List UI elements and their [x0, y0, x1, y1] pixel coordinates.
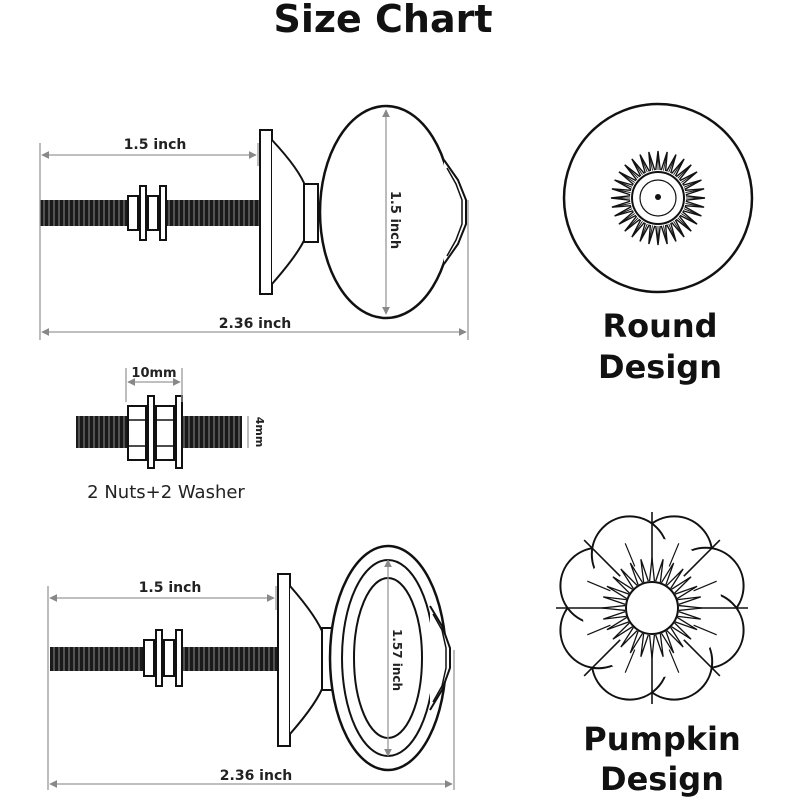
hardware-caption: 2 Nuts+2 Washer — [87, 482, 245, 503]
pumpkin-dimensions — [47, 559, 455, 790]
round-design-label-line2: Design — [598, 348, 722, 386]
pumpkin-ribs — [556, 512, 748, 704]
pumpkin-head-diameter-label: 1.57 inch — [390, 629, 404, 691]
round-design-label-line1: Round — [602, 307, 717, 345]
knob-cap — [443, 159, 467, 265]
hardware-dimensions — [125, 368, 249, 448]
page-title: Size Chart — [273, 0, 492, 41]
pumpkin-design-label-line2: Design — [600, 760, 724, 798]
pumpkin-center-ornament — [601, 557, 703, 659]
round-knob-side-view — [40, 104, 467, 320]
base-plate — [259, 129, 273, 295]
pumpkin-total-length-label: 2.36 inch — [220, 768, 292, 784]
knob-neck — [271, 139, 307, 285]
round-total-length-label: 2.36 inch — [219, 316, 291, 332]
pumpkin-base-plate — [277, 573, 291, 747]
nut-washer-stack — [127, 185, 167, 241]
threaded-screw — [40, 200, 302, 226]
round-dimensions — [39, 109, 469, 340]
thread-diameter-label: 4mm — [253, 417, 266, 448]
round-shaft-length-label: 1.5 inch — [124, 137, 187, 153]
pumpkin-design-label-line1: Pumpkin — [583, 720, 741, 758]
round-design-front-view — [562, 102, 754, 294]
pumpkin-nut-washer-stack — [143, 629, 183, 687]
pumpkin-shaft-length-label: 1.5 inch — [139, 580, 202, 596]
pumpkin-design-front-view — [556, 512, 748, 704]
round-head-diameter-label: 1.5 inch — [387, 191, 402, 249]
nut-width-label: 10mm — [131, 366, 176, 381]
pumpkin-knob-side-view — [50, 544, 451, 772]
hardware-detail — [76, 395, 242, 469]
sunflower-ornament — [610, 150, 706, 246]
